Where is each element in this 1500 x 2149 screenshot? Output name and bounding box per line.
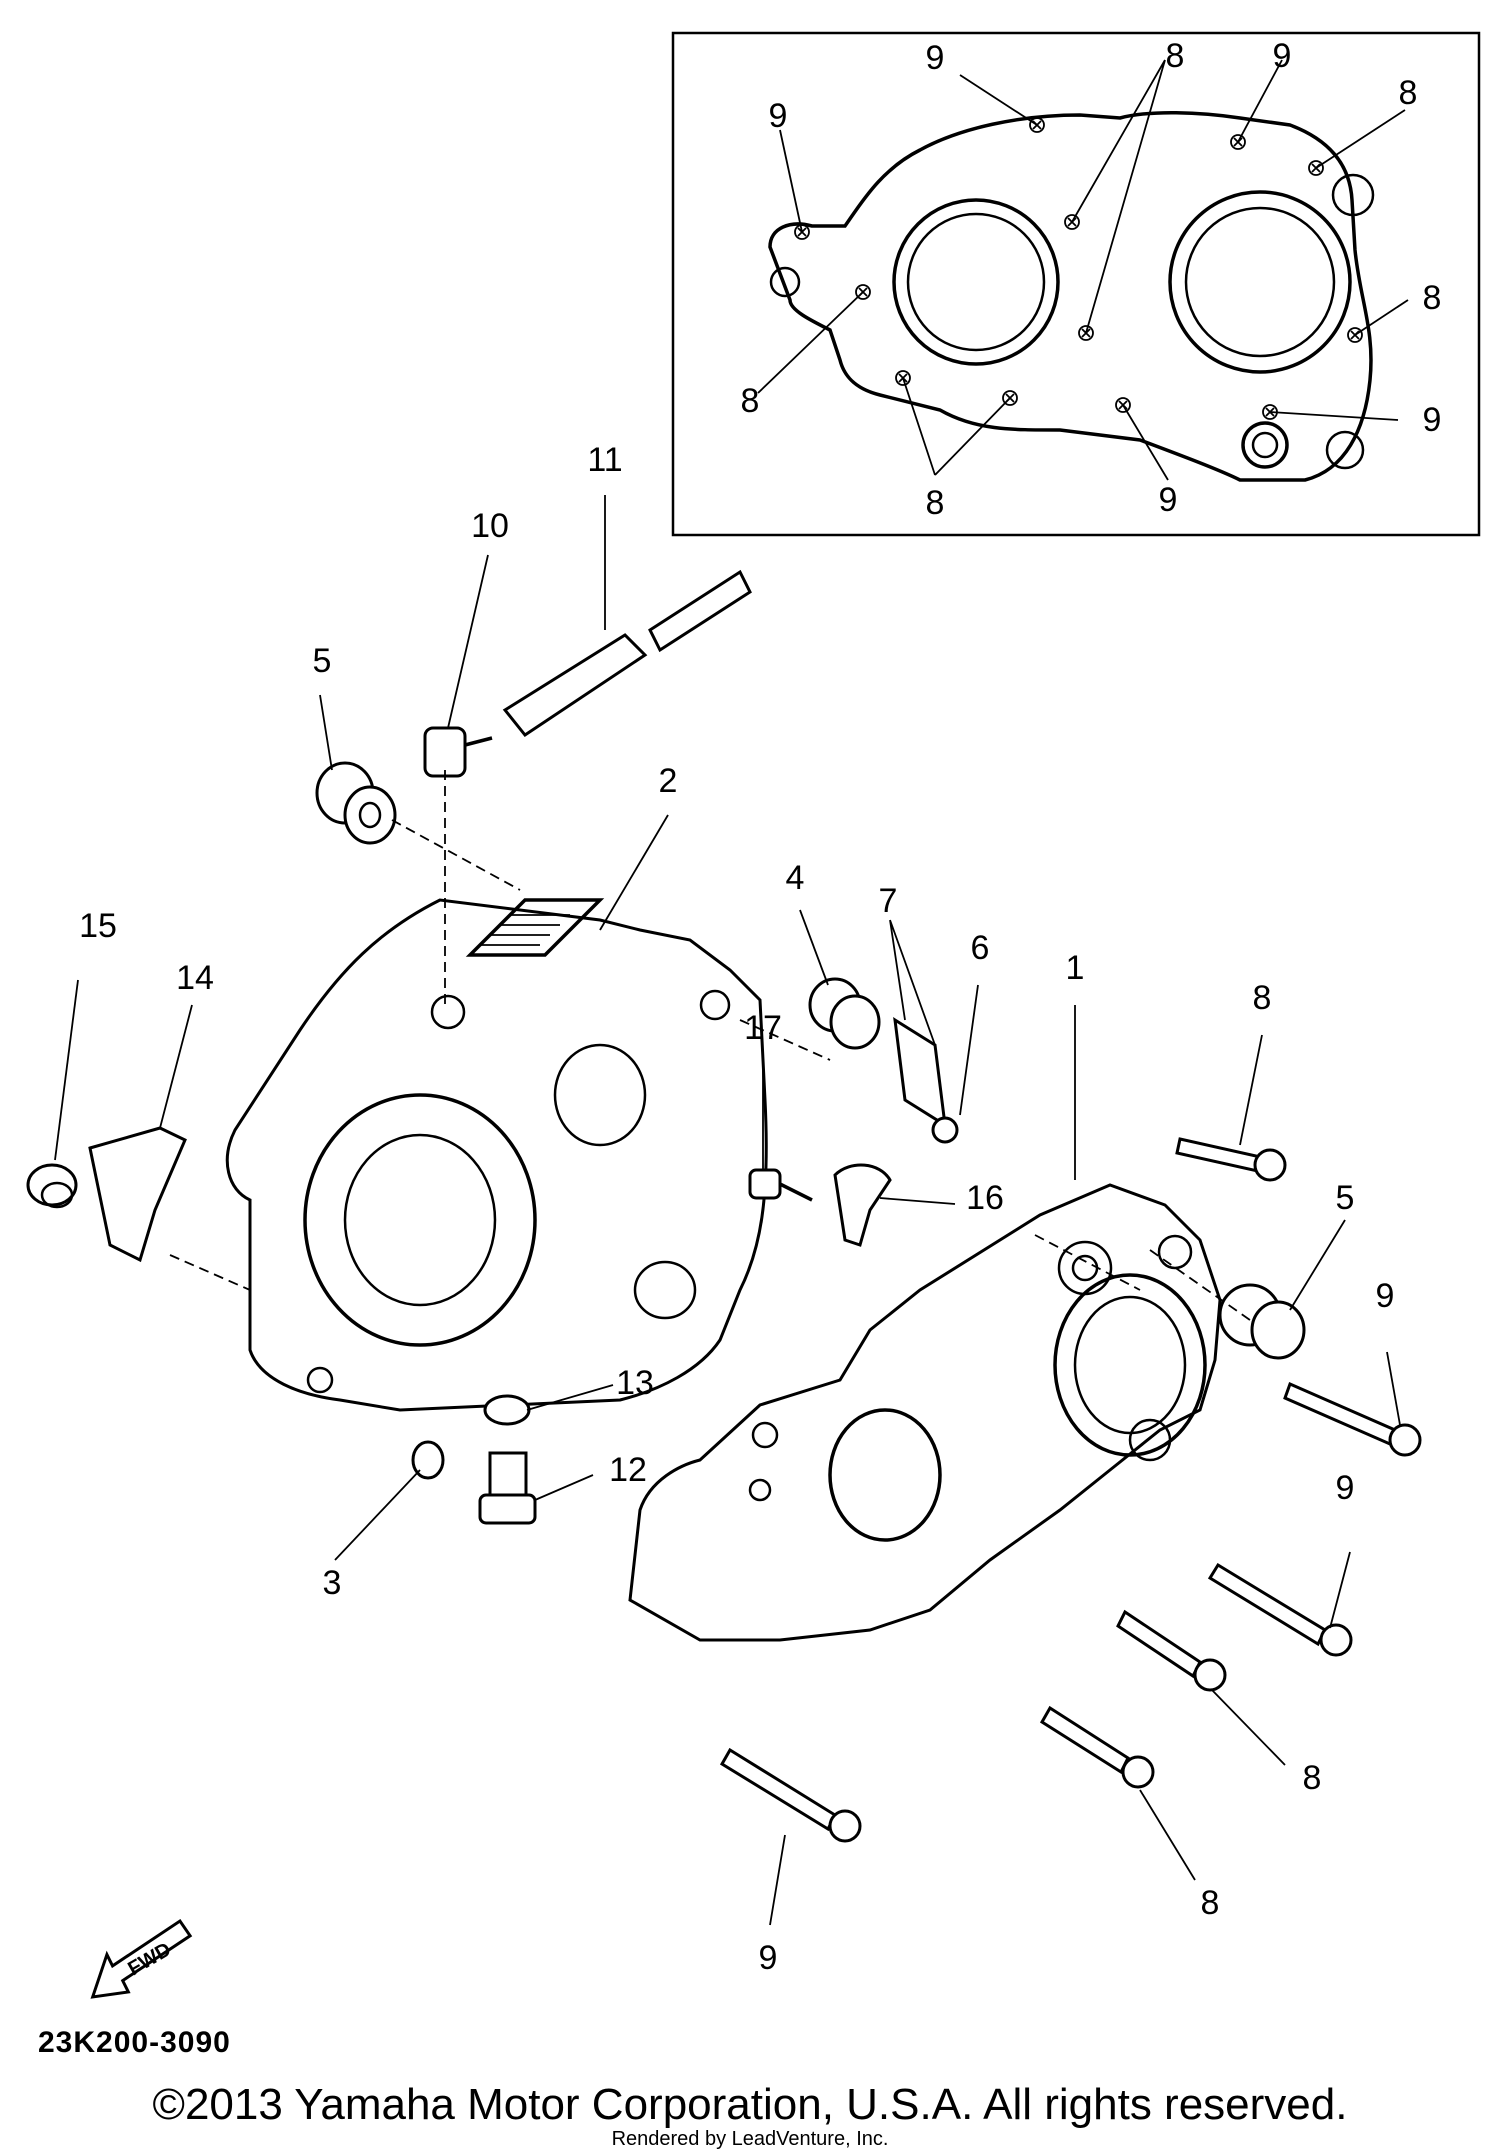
- bolt-17: [748, 1168, 813, 1202]
- callout-label: 4: [786, 859, 805, 897]
- callout-label: 8: [1399, 74, 1418, 112]
- callout-label: 5: [313, 642, 332, 680]
- inset-bore-left-inner: [906, 212, 1046, 352]
- inset-bore-left-outer: [892, 198, 1060, 366]
- inset-callouts: 9 8 9 8 9 8 8 8 8 9 8 9: [741, 37, 1442, 522]
- callout-label: 10: [471, 507, 509, 545]
- alignment-lines: [169, 770, 1251, 1321]
- bolt-8-middle: [1116, 1609, 1227, 1692]
- callout-label: 8: [1423, 279, 1442, 317]
- callout-label: 8: [1166, 37, 1185, 75]
- callout-label: 8: [1303, 1759, 1322, 1797]
- inset-crankcase-outline: [768, 111, 1373, 482]
- callout-label: 6: [971, 929, 990, 967]
- callout-label: 2: [659, 762, 678, 800]
- bolt-8-lower: [1039, 1705, 1155, 1789]
- bolt-8-top: [1175, 1137, 1287, 1182]
- part-code: 23K200-3090: [38, 2026, 231, 2059]
- callout-label: 8: [926, 484, 945, 522]
- callout-label: 9: [1423, 401, 1442, 439]
- bushing-5-left: [315, 761, 397, 845]
- bolts: [719, 1137, 1422, 1843]
- callout-label: 11: [587, 441, 622, 479]
- callout-label: 1: [1066, 949, 1085, 987]
- callout-label: 8: [1253, 979, 1272, 1017]
- callout-label: 8: [741, 382, 760, 420]
- rendered-by-credit: Rendered by LeadVenture, Inc.: [611, 2128, 889, 2149]
- main-leaders: [54, 495, 1401, 1926]
- inset-leaders: [757, 59, 1409, 481]
- inset-bolt-markers: [794, 117, 1363, 420]
- bushing-4: [808, 977, 881, 1050]
- inset-frame: [671, 31, 1481, 537]
- cover-14: [88, 1126, 187, 1263]
- dowel-3: [411, 1440, 445, 1480]
- inset-hole-bottom-right: [1325, 430, 1365, 470]
- callout-label: 9: [926, 39, 945, 77]
- fwd-arrow: FWD: [90, 1918, 193, 1999]
- callout-label: 8: [1201, 1884, 1220, 1922]
- inset-bore-right-inner: [1184, 206, 1336, 358]
- callout-label: 12: [609, 1451, 647, 1489]
- clip-16: [833, 1163, 892, 1247]
- callout-label: 9: [769, 97, 788, 135]
- callout-label: 9: [1273, 37, 1292, 75]
- crankcase-left: [225, 898, 768, 1412]
- callout-label: 3: [323, 1564, 342, 1602]
- callout-label: 13: [616, 1364, 654, 1402]
- callout-label: 17: [744, 1009, 782, 1047]
- callout-label: 9: [1376, 1277, 1395, 1315]
- callout-label: 9: [1159, 481, 1178, 519]
- main-callouts: 11 10 5 2 4 7 6 1 8 15 14 17 16 5 9 13 1…: [79, 441, 1394, 1977]
- fitting-10: [423, 726, 493, 778]
- inset-bore-right-outer: [1168, 190, 1352, 374]
- bushing-5-right: [1218, 1283, 1306, 1360]
- inset-panel: [671, 31, 1481, 537]
- inset-seal: [1241, 421, 1289, 469]
- bolt-9-middle: [1207, 1562, 1353, 1657]
- callout-label: 15: [79, 907, 117, 945]
- callout-label: 7: [879, 882, 898, 920]
- bolt-9-lower: [719, 1747, 862, 1843]
- plug-15: [26, 1163, 78, 1209]
- washer-13: [483, 1394, 531, 1426]
- inset-hole-left: [769, 266, 801, 298]
- bolt-9-upper: [1283, 1381, 1422, 1457]
- tube-11: [502, 569, 752, 738]
- callout-label: 5: [1336, 1179, 1355, 1217]
- copyright-notice: ©2013 Yamaha Motor Corporation, U.S.A. A…: [152, 2080, 1348, 2129]
- callout-label: 16: [966, 1179, 1004, 1217]
- crankcase-right: [628, 1183, 1222, 1642]
- drain-bolt-12: [478, 1451, 537, 1525]
- inset-hole-top-right: [1331, 173, 1375, 217]
- callout-label: 14: [176, 959, 214, 997]
- callout-label: 9: [1336, 1469, 1355, 1507]
- callout-label: 9: [759, 1939, 778, 1977]
- dowel-6-7: [893, 1017, 959, 1144]
